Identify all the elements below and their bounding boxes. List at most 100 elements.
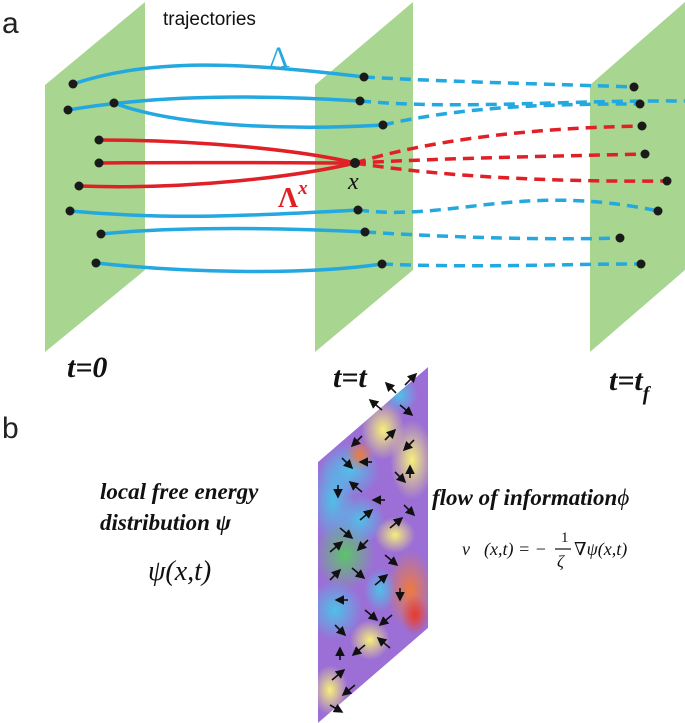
plane-tt xyxy=(315,2,413,352)
plane-tf xyxy=(590,2,685,352)
blue-trajectory-1 xyxy=(71,63,366,86)
point xyxy=(96,229,106,239)
red-trajectory-3 xyxy=(77,161,357,189)
flow-arrow xyxy=(359,508,374,521)
flow-arrow xyxy=(384,381,397,394)
blue-trajectory-2 xyxy=(66,95,362,112)
flow-arrow xyxy=(403,504,416,517)
point xyxy=(640,149,650,159)
blue-trajectory-4 xyxy=(68,208,360,219)
blue-dashed-4 xyxy=(357,198,659,214)
red-trajectory-1 xyxy=(97,138,357,165)
flow-arrow xyxy=(399,404,414,417)
flow-arrow xyxy=(329,540,344,553)
panel-b-label: b xyxy=(2,412,19,445)
velocity-fraction-numerator: 1 xyxy=(561,530,569,546)
point xyxy=(350,158,360,168)
blue-dashed-3 xyxy=(382,102,641,127)
lambda-x-label: Λx xyxy=(278,178,308,214)
lambda-x-main: Λ xyxy=(278,183,298,214)
blue-dashed-1 xyxy=(363,75,635,89)
point xyxy=(615,233,625,243)
panel-a-label: a xyxy=(2,7,19,40)
flow-arrow xyxy=(329,703,344,713)
flow-arrow xyxy=(404,372,418,386)
free-energy-line-2: distribution ψ xyxy=(100,510,232,535)
plane-t0 xyxy=(45,2,145,352)
flow-arrow xyxy=(331,668,346,681)
flow-arrow xyxy=(402,439,415,452)
velocity-equation: v⃗(x,t) = − 1 ζ ∇ψ(x,t) xyxy=(462,530,627,571)
time-label-tt: t=t xyxy=(333,361,368,394)
blue-trajectories xyxy=(66,63,385,274)
point xyxy=(636,259,646,269)
lambda-label: Λ xyxy=(268,41,290,74)
flow-arrow xyxy=(376,636,391,649)
flow-arrow xyxy=(394,471,407,484)
point xyxy=(662,176,672,186)
point xyxy=(635,99,645,109)
point xyxy=(353,205,363,215)
point xyxy=(65,206,75,216)
trajectory-points xyxy=(63,72,672,269)
flow-arrow xyxy=(339,527,354,540)
point xyxy=(637,121,647,131)
time-label-tf-sub: f xyxy=(643,383,652,405)
flow-arrow xyxy=(351,644,366,657)
flow-title-text: flow of information xyxy=(432,485,617,510)
free-energy-line-1: local free energy xyxy=(100,479,259,504)
flow-arrow xyxy=(341,684,356,697)
point xyxy=(629,82,639,92)
point xyxy=(359,72,369,82)
velocity-rhs: ∇ψ(x,t) xyxy=(574,539,627,560)
flow-arrow xyxy=(384,554,399,567)
psi-formula: ψ(x,t) xyxy=(148,556,211,587)
red-dashed-2 xyxy=(354,152,646,165)
flow-title-phi: ϕ xyxy=(617,485,629,510)
point xyxy=(653,206,663,216)
flow-arrow xyxy=(341,457,354,470)
flow-arrows xyxy=(329,372,418,713)
flow-arrow xyxy=(356,539,369,552)
blue-trajectory-5 xyxy=(99,226,367,236)
flow-title: flow of informationϕ xyxy=(432,485,629,510)
blue-dashed-6 xyxy=(381,262,642,268)
velocity-fraction-denominator: ζ xyxy=(557,552,565,571)
point xyxy=(74,181,84,191)
blue-trajectory-3 xyxy=(112,101,385,129)
time-label-tf-main: t=t xyxy=(609,364,644,397)
red-dashed-3 xyxy=(354,161,668,183)
flow-arrow xyxy=(351,567,366,580)
point xyxy=(109,98,119,108)
point xyxy=(91,258,101,268)
point xyxy=(94,158,104,168)
flow-arrow xyxy=(389,516,404,529)
flow-arrow xyxy=(329,568,342,581)
point xyxy=(377,259,387,269)
flow-arrow xyxy=(348,480,363,493)
point xyxy=(63,105,73,115)
red-trajectories xyxy=(77,138,357,189)
point xyxy=(378,120,388,130)
free-energy-map xyxy=(318,367,428,723)
flow-arrow xyxy=(378,614,393,627)
point xyxy=(94,135,104,145)
red-dashed-trajectories xyxy=(354,124,668,183)
time-label-tf: t=tf xyxy=(609,364,652,405)
trajectories-label: trajectories xyxy=(163,9,256,30)
flow-arrow xyxy=(364,609,379,622)
point xyxy=(360,227,370,237)
time-label-t0: t=0 xyxy=(67,351,107,384)
point xyxy=(68,79,78,89)
flow-arrow xyxy=(374,573,389,586)
point xyxy=(355,96,365,106)
flow-arrow xyxy=(368,398,383,411)
velocity-lhs: v⃗(x,t) = − xyxy=(462,539,547,560)
flow-arrow xyxy=(350,435,363,448)
flow-arrow xyxy=(334,624,347,637)
red-dashed-1 xyxy=(354,124,643,165)
point-x-label: x xyxy=(347,169,359,195)
flow-arrow xyxy=(384,428,397,441)
lambda-x-sup: x xyxy=(297,178,308,199)
